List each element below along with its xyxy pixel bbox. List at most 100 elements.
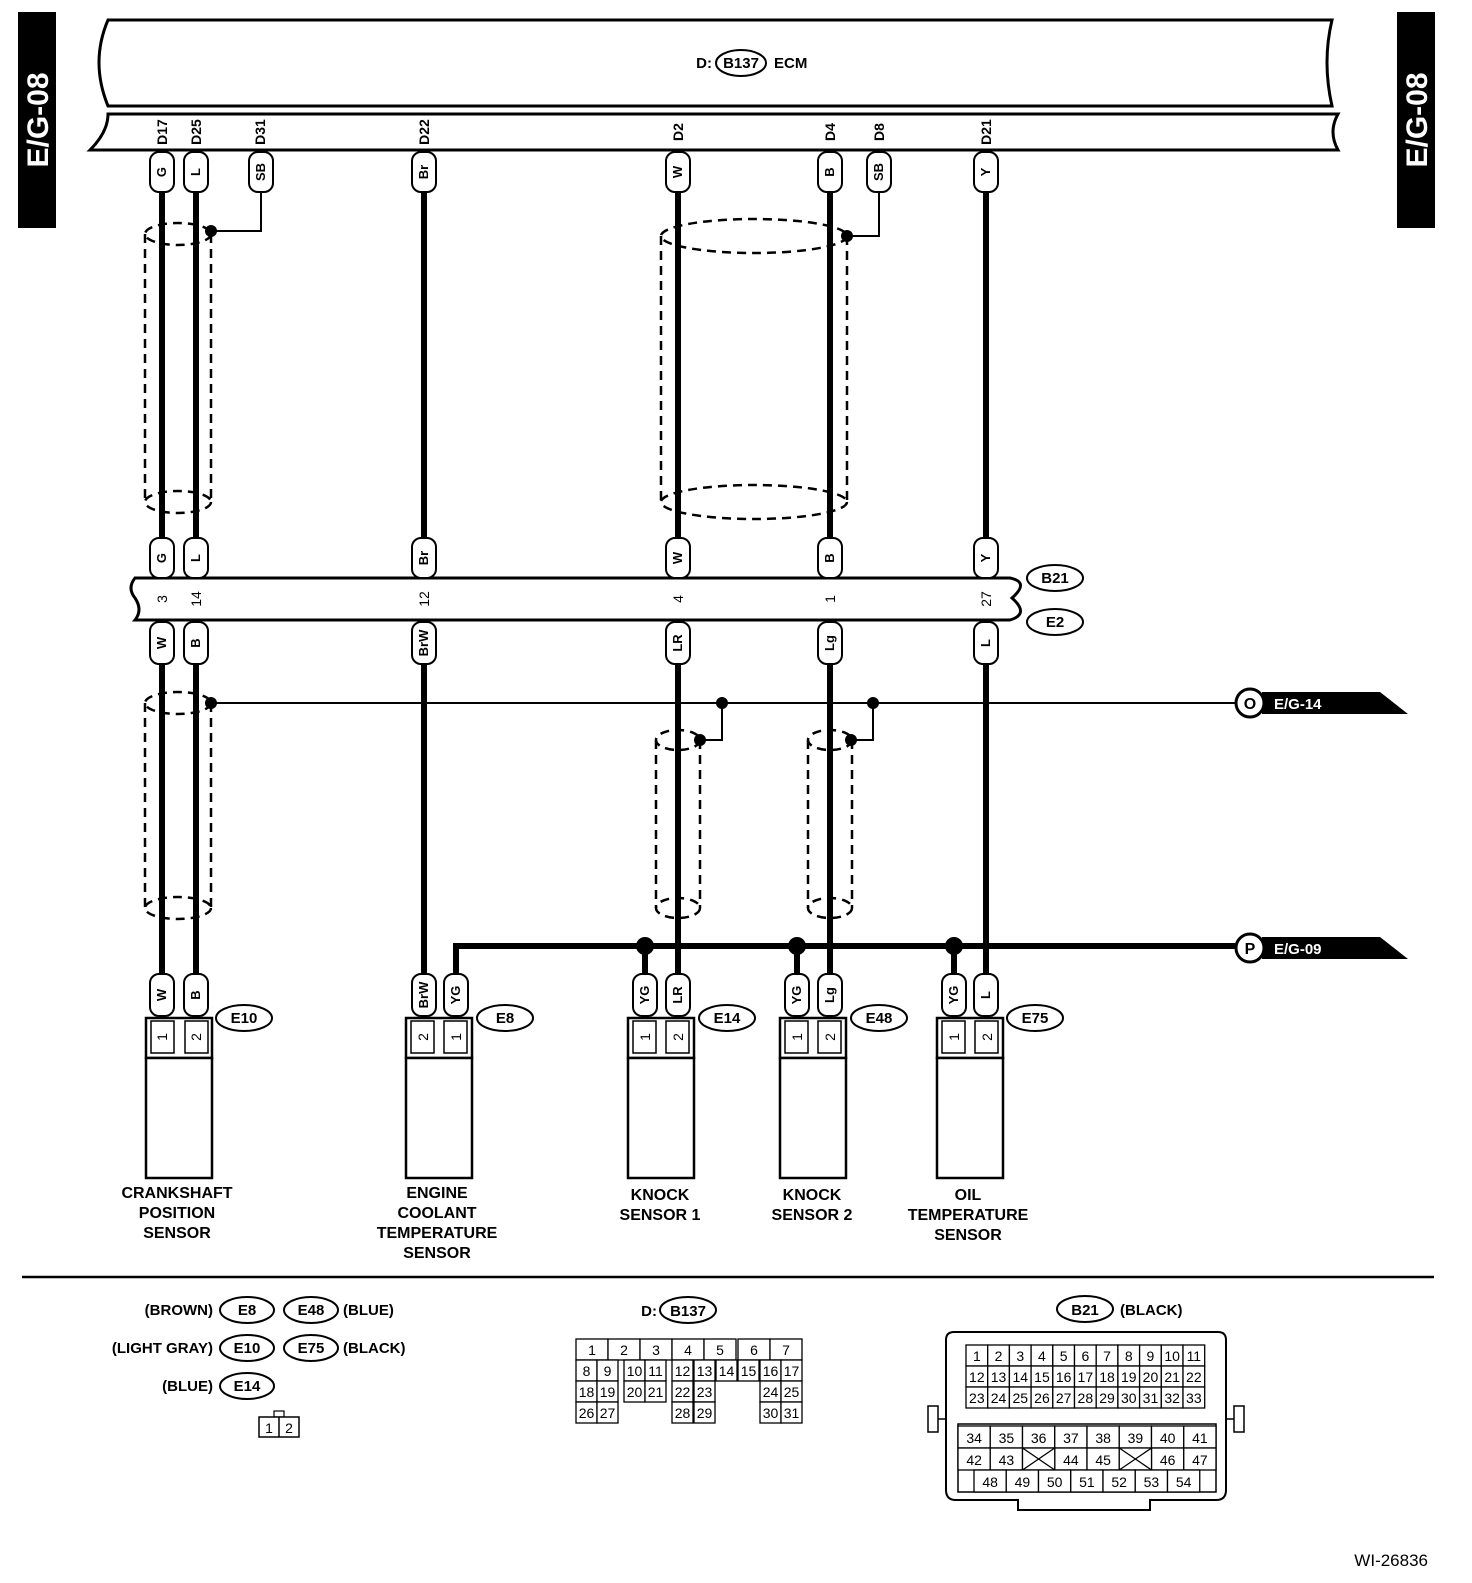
knock1-pin-2: 2: [670, 1033, 686, 1041]
d-pin-13: 13: [697, 1363, 713, 1379]
b21-pin-39: 39: [1128, 1430, 1144, 1446]
b21-pin-12: 12: [969, 1369, 985, 1385]
coolant-wire-brw: BrW: [416, 981, 431, 1008]
ecm-pin-d4: D4: [822, 123, 838, 141]
d-pin-9: 9: [604, 1363, 612, 1379]
crank-wire-b: B: [188, 990, 203, 999]
knock2-name-2: SENSOR 2: [772, 1207, 853, 1224]
crank-wire-w: W: [154, 988, 169, 1001]
d-pin-29-cell: [693, 1401, 716, 1424]
joint-pin-1: 1: [822, 595, 838, 603]
joint-lower-lr: LR: [670, 634, 685, 652]
d-pin-18: 18: [579, 1384, 595, 1400]
page-tag-right-text: E/G-08: [1401, 72, 1434, 167]
b21-pin-48: 48: [982, 1474, 998, 1490]
ecm-pin-d8: D8: [871, 123, 887, 141]
ecm-pin-d2: D2: [670, 123, 686, 141]
knock2-name-1: KNOCK: [783, 1187, 842, 1204]
legend-e48-code: E48: [298, 1302, 325, 1319]
b21-pin-9: 9: [1147, 1348, 1155, 1364]
oil-code: E75: [1022, 1010, 1049, 1027]
crank-name-2: POSITION: [139, 1205, 215, 1222]
legend-e10-code: E10: [234, 1340, 261, 1357]
d-pin-4: 4: [684, 1342, 692, 1358]
b21-pin-16: 16: [1056, 1369, 1072, 1385]
d-pin-28-cell: [671, 1401, 694, 1424]
joint-pin-12: 12: [416, 591, 432, 607]
ecm-pin-d21: D21: [978, 119, 994, 145]
b21-pin-33-cell: [1182, 1386, 1206, 1409]
legend-e75-code: E75: [298, 1340, 325, 1357]
knock1-pin-1: 1: [637, 1033, 653, 1041]
b21-pin-23: 23: [969, 1390, 985, 1406]
b21-pin-32: 32: [1164, 1390, 1180, 1406]
sensor-knock-2: YG Lg 1 2 E48 KNOCK SENSOR 2: [772, 973, 908, 1224]
joint-pin-3: 3: [154, 595, 170, 603]
joint-code-lower: E2: [1046, 614, 1064, 631]
b21-connector-color: (BLACK): [1120, 1302, 1182, 1319]
coolant-name-3: TEMPERATURE: [377, 1225, 498, 1242]
knock1-name-2: SENSOR 1: [620, 1207, 701, 1224]
page-tag-left: [18, 12, 56, 228]
d-pin-16: 16: [763, 1363, 779, 1379]
legend-e10-color: (LIGHT GRAY): [112, 1340, 213, 1357]
blank-cavity-cross: [1118, 1447, 1152, 1471]
coolant-name-4: SENSOR: [403, 1245, 471, 1262]
ecm-wire-sb-2: SB: [871, 163, 886, 181]
coolant-name-1: ENGINE: [406, 1185, 468, 1202]
ecm-pin-d17: D17: [154, 119, 170, 145]
b21-pin-33: 33: [1186, 1390, 1202, 1406]
ref-arrow-o: O E/G-14: [1234, 687, 1408, 719]
d-pin-27-cell: [596, 1401, 619, 1424]
oil-pin-1: 1: [946, 1033, 962, 1041]
b21-pin-11: 11: [1187, 1348, 1202, 1364]
d-pin-7: 7: [782, 1342, 790, 1358]
b21-pin-34: 34: [966, 1430, 982, 1446]
sensor-knock-1: YG LR 1 2 E14 KNOCK SENSOR 1: [620, 973, 756, 1224]
joint-upper-br: Br: [416, 551, 431, 565]
b21-pin-4: 4: [1038, 1348, 1046, 1364]
ecm-wire-b: B: [822, 167, 837, 176]
sensor-oil-temp: YG L 1 2 E75 OIL TEMPERATURE SENSOR: [908, 973, 1064, 1244]
d-pin-21: 21: [648, 1384, 664, 1400]
d-pin-21-cell: [644, 1380, 667, 1403]
b21-pin-19: 19: [1121, 1369, 1137, 1385]
coolant-pin-1: 1: [448, 1033, 464, 1041]
b21-pin-27: 27: [1056, 1390, 1072, 1406]
ecm-name: ECM: [774, 55, 807, 72]
wires: [159, 190, 1240, 975]
d-pin-28: 28: [675, 1405, 691, 1421]
page-tag-right: [1397, 12, 1435, 228]
sensor-crankshaft: W B 1 2 E10 CRANKSHAFT POSITION SENSOR: [121, 973, 273, 1242]
b21-pin-38: 38: [1095, 1430, 1111, 1446]
b21-pin-8: 8: [1125, 1348, 1133, 1364]
d-pin-31: 31: [784, 1405, 800, 1421]
b21-pin-50: 50: [1047, 1474, 1063, 1490]
joint-pin-27: 27: [978, 591, 994, 607]
oil-wire-l: L: [978, 991, 993, 999]
b21-pin-3: 3: [1016, 1348, 1024, 1364]
coolant-name-2: COOLANT: [397, 1205, 476, 1222]
b21-pin-30: 30: [1121, 1390, 1137, 1406]
ecm-wire-sb: SB: [253, 163, 268, 181]
b21-pin-28: 28: [1078, 1390, 1094, 1406]
b21-pin-43: 43: [999, 1452, 1015, 1468]
d-pin-11: 11: [648, 1363, 663, 1379]
joint-lower-w: W: [154, 636, 169, 649]
joint-connector: B21 E2: [129, 564, 1084, 636]
joint-badge-b21: [1026, 564, 1084, 592]
d-pin-26: 26: [579, 1405, 595, 1421]
d-pin-15: 15: [741, 1363, 757, 1379]
sensor-coolant-temp: BrW YG 2 1 E8 ENGINE COOLANT TEMPERATURE…: [377, 973, 534, 1262]
coolant-pin-2: 2: [415, 1033, 431, 1041]
b21-pin-54: 54: [1176, 1474, 1192, 1490]
b21-pin-47: 47: [1192, 1452, 1208, 1468]
joint-wire-tags: G 3 W L 14 B Br 12 BrW W 4 LR B 1 Lg Y 2…: [149, 537, 999, 665]
d-pin-15-cell: [737, 1359, 760, 1382]
oil-pin-2: 2: [979, 1033, 995, 1041]
shield-ground-wires: [211, 190, 1236, 741]
